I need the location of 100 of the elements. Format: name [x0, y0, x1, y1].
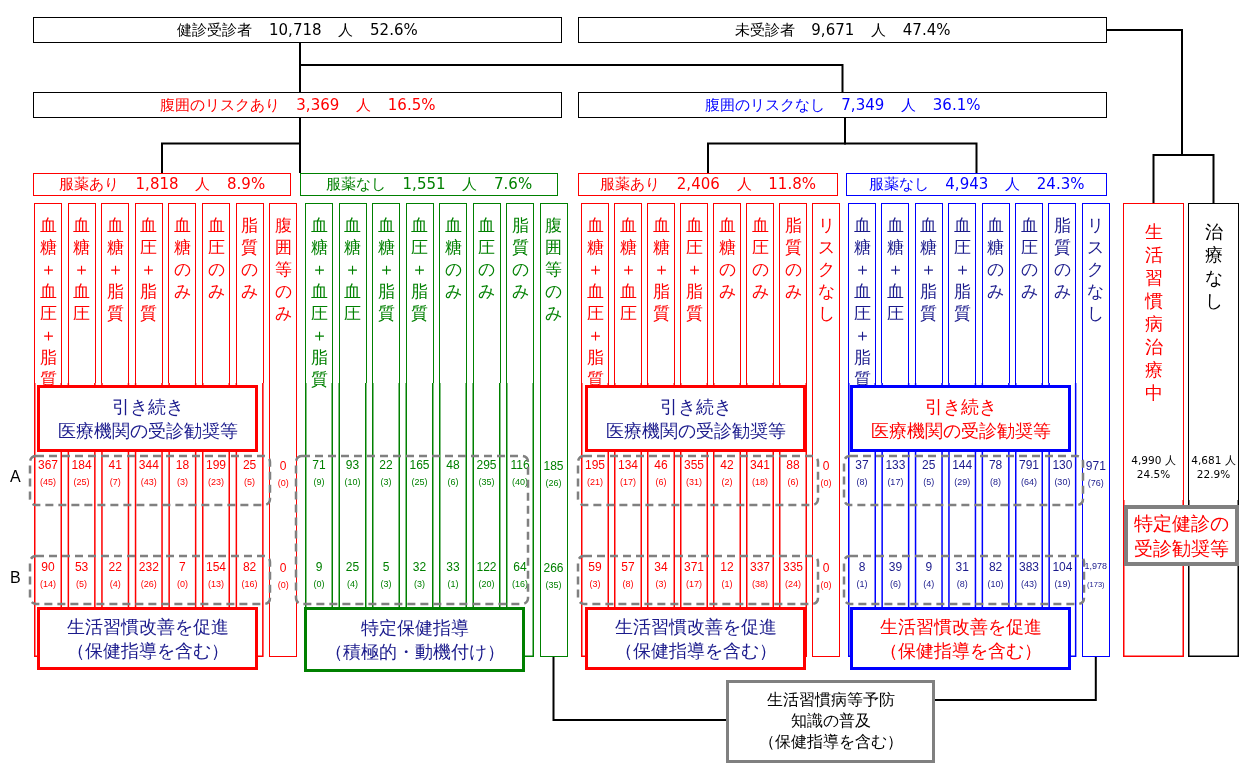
column-label: 血糖のみ — [718, 214, 736, 302]
column-label: 血糖＋血圧 — [343, 214, 362, 324]
count-label: 服薬なし 1,551 人 7.6% — [325, 175, 533, 194]
count-subvalue: (45) — [39, 478, 57, 487]
action-box — [585, 385, 806, 452]
count-value: 232 — [137, 561, 160, 573]
count-subvalue: (21) — [586, 478, 604, 487]
count-subvalue: (64) — [1020, 478, 1038, 487]
count-value: 88 — [785, 459, 801, 471]
action-box — [304, 607, 525, 672]
row-label: B — [10, 569, 21, 587]
count-value: 0 — [822, 562, 830, 574]
count-subvalue: (0) — [820, 479, 832, 488]
count-value: 0 — [822, 460, 830, 472]
count-value: 335 — [782, 561, 804, 573]
count-value: 71 — [311, 459, 327, 471]
action-box — [37, 385, 258, 452]
count-subvalue: (31) — [685, 478, 703, 487]
count-label: 腹囲のリスクあり 3,369 人 16.5% — [159, 95, 436, 115]
count-value: 1,978 — [1084, 562, 1108, 571]
count-subvalue: (23) — [207, 478, 225, 487]
column-label: 血圧＋脂質 — [685, 214, 703, 324]
count-box — [33, 17, 562, 43]
action-text: 医療機関の受診勧奨等 — [870, 418, 1051, 442]
count-subvalue: (29) — [953, 478, 972, 487]
column-label: リスクなし — [1086, 214, 1105, 324]
column-label: 血圧のみ — [477, 214, 496, 302]
category-column — [101, 203, 130, 383]
count-subvalue: (4) — [346, 580, 359, 589]
column-label: 血糖＋脂質 — [106, 214, 125, 324]
category-column — [779, 203, 807, 383]
count-box — [846, 173, 1107, 196]
count-value: 355 — [683, 459, 705, 471]
category-column — [713, 203, 741, 383]
category-column — [647, 203, 675, 383]
category-column — [539, 203, 568, 657]
action-text: 特定保健指導 — [360, 616, 469, 640]
column-label: 脂質のみ — [1053, 214, 1072, 302]
count-subvalue: (14) — [39, 580, 57, 589]
count-subvalue: (6) — [654, 478, 668, 487]
count-value: 337 — [749, 561, 771, 573]
count-subvalue: (1) — [720, 580, 734, 589]
count-value: 295 — [475, 459, 498, 471]
count-value: 4,681 人 22.9% — [1190, 454, 1237, 482]
category-column — [202, 203, 230, 383]
count-value: 122 — [475, 561, 498, 573]
action-box — [585, 607, 806, 670]
count-value: 37 — [854, 459, 870, 471]
count-value: 25 — [241, 459, 258, 471]
column-label: 血糖＋血圧 — [72, 214, 91, 324]
count-value: 59 — [587, 561, 603, 573]
count-value: 22 — [107, 561, 123, 573]
count-box — [578, 92, 1107, 118]
count-subvalue: (17) — [685, 580, 703, 589]
column-label: 腹囲等のみ — [274, 214, 293, 324]
action-text: （積極的・動機付け） — [324, 639, 505, 663]
count-value: 32 — [411, 561, 428, 573]
count-subvalue: (5) — [75, 580, 89, 589]
count-value: 367 — [37, 459, 59, 471]
count-value: 791 — [1018, 459, 1040, 471]
count-value: 344 — [137, 459, 160, 471]
category-column — [812, 203, 840, 657]
count-value: 0 — [279, 460, 287, 472]
column-label: 血圧のみ — [1020, 214, 1038, 302]
count-subvalue: (43) — [1020, 580, 1038, 589]
column-label: 血糖＋血圧 — [619, 214, 637, 324]
count-subvalue: (25) — [410, 478, 429, 487]
count-value: 371 — [683, 561, 705, 573]
column-label: 治療なし — [1204, 220, 1223, 312]
category-column — [269, 203, 298, 657]
count-value: 195 — [584, 459, 606, 471]
column-label: 血圧＋脂質 — [410, 214, 429, 324]
column-label: リスクなし — [817, 214, 835, 324]
count-value: 18 — [174, 459, 191, 471]
count-value: 383 — [1018, 561, 1040, 573]
count-value: 34 — [653, 561, 669, 573]
count-subvalue: (18) — [751, 478, 769, 487]
count-value: 93 — [344, 459, 361, 471]
count-value: 144 — [951, 459, 974, 471]
action-box — [726, 680, 935, 763]
count-value: 5 — [381, 561, 391, 573]
count-subvalue: (1) — [446, 580, 460, 589]
count-label: 腹囲のリスクなし 7,349 人 36.1% — [704, 95, 981, 115]
category-column — [405, 203, 434, 383]
category-column — [1188, 203, 1239, 500]
category-column — [372, 203, 400, 383]
connector-line — [299, 117, 301, 174]
count-subvalue: (8) — [955, 580, 969, 589]
column-label: 血糖＋血圧＋脂質 — [310, 214, 328, 390]
count-label: 服薬あり 1,818 人 8.9% — [58, 175, 266, 194]
category-column — [506, 203, 534, 383]
category-column — [881, 203, 910, 383]
connector-line — [934, 656, 1097, 701]
category-column — [338, 203, 367, 383]
count-value: 165 — [408, 459, 431, 471]
count-subvalue: (16) — [240, 580, 259, 589]
action-text: 引き続き — [659, 395, 732, 419]
action-box — [1124, 505, 1239, 566]
count-value: 25 — [921, 459, 937, 471]
count-subvalue: (3) — [588, 580, 602, 589]
